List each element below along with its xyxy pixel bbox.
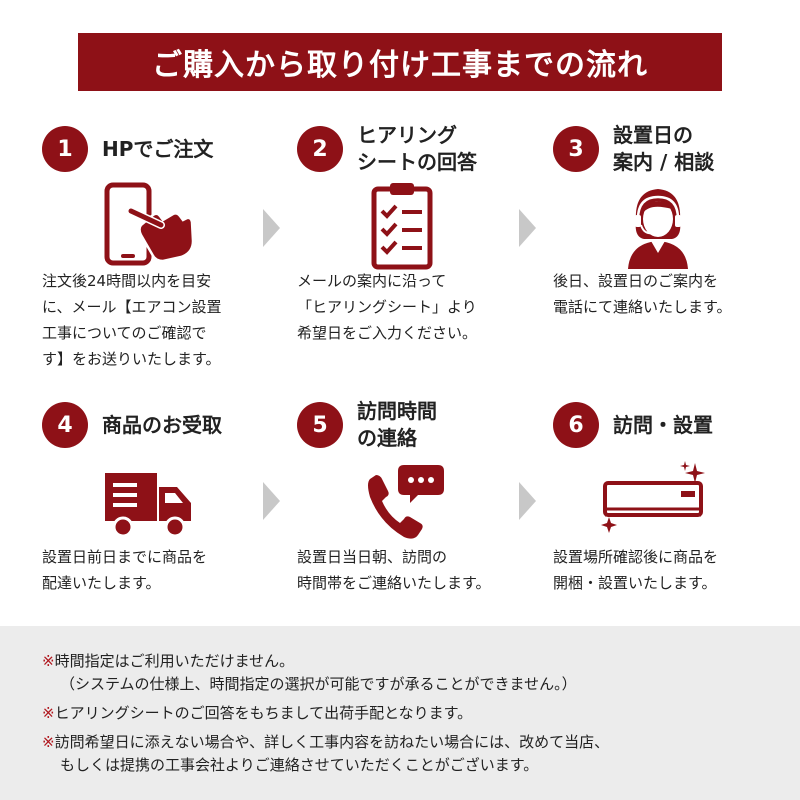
note-item: ※ヒアリングシートのご回答をもちまして出荷手配となります。 [42,704,473,722]
chevron-right-icon [519,482,536,520]
smartphone-tap-icon [97,181,197,271]
step-number: 2 [297,126,343,172]
step-title: 商品のお受取 [102,412,222,437]
phone-chat-icon [352,457,452,547]
clipboard-checklist-icon [352,181,452,271]
note-item: ※時間指定はご利用いただけません。 （システムの仕様上、時間指定の選択が可能です… [42,652,577,693]
note-mark: ※ [42,704,55,722]
note-item: ※訪問希望日に添えない場合や、詳しく工事内容を訪ねたい場合には、改めて当店、 も… [42,733,610,774]
chevron-right-icon [519,209,536,247]
step-title: 設置日の 案内 / 相談 [613,123,715,174]
note-mark: ※ [42,733,55,751]
step-title: 訪問・設置 [613,412,713,437]
step-description: 後日、設置日のご案内を 電話にて連絡いたします。 [553,272,732,316]
chevron-right-icon [263,209,280,247]
page-title: ご購入から取り付け工事までの流れ [152,48,648,83]
air-conditioner-icon [601,457,711,547]
step-description: 設置日当日朝、訪問の 時間帯をご連絡いたします。 [297,548,491,592]
step-description: 注文後24時間以内を目安 に、メール【エアコン設置 工事についてのご確認で す】… [42,272,222,368]
step-number: 4 [42,402,88,448]
notes-panel: ※時間指定はご利用いただけません。 （システムの仕様上、時間指定の選択が可能です… [0,626,800,800]
step-number: 5 [297,402,343,448]
delivery-truck-icon [97,457,197,547]
step-title: HPでご注文 [102,136,214,161]
step-description: 設置場所確認後に商品を 開梱・設置いたします。 [553,548,719,592]
note-mark: ※ [42,652,55,670]
step-number: 6 [553,402,599,448]
step-title: ヒアリング シートの回答 [357,123,477,174]
operator-headset-icon [608,181,708,271]
step-number: 3 [553,126,599,172]
page-title-banner: ご購入から取り付け工事までの流れ [78,33,722,91]
chevron-right-icon [263,482,280,520]
step-title: 訪問時間 の連絡 [357,399,437,450]
step-description: メールの案内に沿って 「ヒアリングシート」より 希望日をご入力ください。 [297,272,478,342]
step-number: 1 [42,126,88,172]
step-description: 設置日前日までに商品を 配達いたします。 [42,548,208,592]
